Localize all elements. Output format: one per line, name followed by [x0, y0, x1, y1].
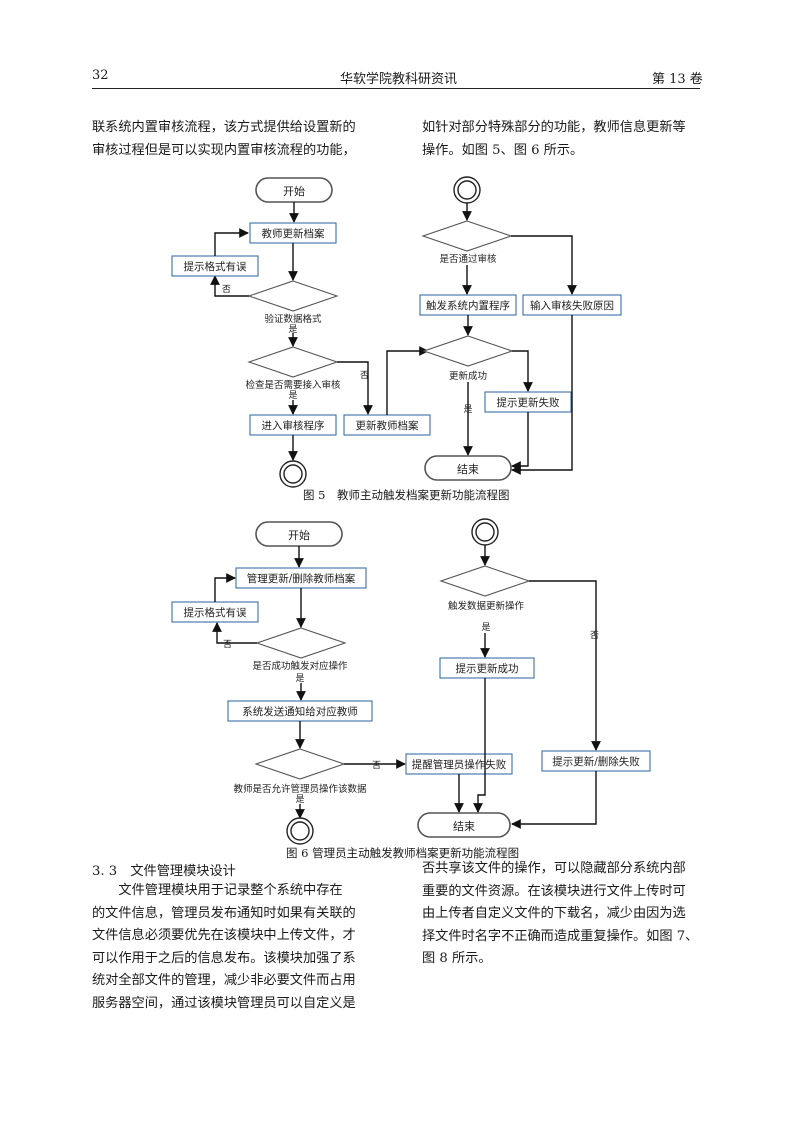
- fig6-no3-label: 否: [590, 630, 599, 641]
- fig5-yes2-label: 是: [288, 390, 297, 401]
- fig5-enter-review-label: 进入审核程序: [262, 419, 325, 432]
- fig6-trigger-update-diamond: [439, 565, 531, 597]
- fig5-input-fail-label: 输入审核失败原因: [530, 299, 614, 312]
- section-left-line: 文件管理模块用于记录整个系统中存在: [118, 883, 343, 898]
- fig6-yes3-label: 是: [481, 622, 490, 633]
- figure-5-flowchart: 开始 教师更新档案 验证数据格式 是 否 提示格式有误 检查是否需要接入审核 是…: [171, 176, 622, 488]
- fig6-yes-label: 是: [295, 673, 304, 684]
- section-right-line: 重要的文件资源。在该模块进行文件上传时可: [422, 883, 686, 899]
- fig5-need-review-label: 检查是否需要接入审核: [245, 379, 341, 391]
- fig5-review-passed-diamond: [421, 220, 513, 252]
- fig5-update-success-diamond: [422, 335, 514, 367]
- volume-label: 第 13 卷: [652, 72, 703, 87]
- intro-left-line: 审核过程但是可以实现内置审核流程的功能，: [92, 142, 356, 158]
- fig5-review-passed-label: 是否通过审核: [439, 253, 497, 265]
- journal-title: 华软学院教科研资讯: [340, 72, 458, 87]
- section-right-line: 由上传者自定义文件的下载名，减少由因为选: [422, 906, 686, 921]
- fig5-no2-label: 否: [360, 370, 369, 381]
- fig6-yes2-label: 是: [295, 794, 304, 805]
- page-number: 32: [92, 68, 109, 83]
- fig6-no2-label: 否: [372, 760, 381, 771]
- fig6-trigger-update-label: 触发数据更新操作: [448, 600, 525, 612]
- fig6-prompt-success-label: 提示更新成功: [456, 662, 519, 675]
- fig6-start-label: 开始: [288, 528, 310, 542]
- fig6-prompt-fail-label: 提示更新/删除失败: [552, 755, 640, 768]
- fig6-trigger-ok-label: 是否成功触发对应操作: [252, 660, 348, 672]
- section-right-column: 否共享该文件的操作，可以隐藏部分系统内部 重要的文件资源。在该模块进行文件上传时…: [422, 858, 712, 971]
- fig6-prompt-success-box: [439, 657, 535, 679]
- fig6-end-node: [417, 812, 511, 838]
- fig5-update-fail-label: 提示更新失败: [497, 396, 560, 409]
- fig6-manage-update-label: 管理更新/删除教师档案: [247, 572, 356, 585]
- fig6-end-label: 结束: [453, 820, 475, 833]
- fig5-end-label: 结束: [457, 463, 479, 476]
- fig6-no-label: 否: [223, 639, 232, 650]
- intro-right: 如针对部分特殊部分的功能，教师信息更新等 操作。如图 5、图 6 所示。: [422, 117, 712, 162]
- fig5-start-label: 开始: [283, 184, 305, 198]
- fig5-trigger-builtin-label: 触发系统内置程序: [426, 299, 510, 312]
- section-left-line: 可以作用于之后的信息发布。该模块加强了系: [92, 950, 356, 966]
- fig5-update-teacher-label: 更新教师档案: [356, 419, 419, 432]
- fig5-no-label: 否: [222, 284, 231, 295]
- fig5-yes-label: 是: [288, 324, 297, 335]
- fig5-verify-format-diamond: [247, 280, 339, 312]
- fig6-teacher-allow-diamond: [254, 748, 346, 780]
- fig6-teacher-allow-label: 教师是否允许管理员操作该数据: [233, 783, 367, 795]
- fig5-update-archive-label: 教师更新档案: [262, 227, 325, 240]
- fig5-update-success-label: 更新成功: [449, 370, 487, 382]
- section-right-line: 图 8 所示。: [422, 951, 492, 966]
- section-right-line: 否共享该文件的操作，可以隐藏部分系统内部: [422, 861, 686, 876]
- section-left-line: 统对全部文件的管理，减少非必要文件而占用: [92, 973, 356, 988]
- section-left-line: 的文件信息，管理员发布通知时如果有关联的: [92, 905, 356, 921]
- section-right-line: 择文件时名字不正确而造成重复操作。如图 7、: [422, 928, 699, 944]
- figure-5-caption: 图 5 教师主动触发档案更新功能流程图: [303, 488, 510, 502]
- intro-right-line: 操作。如图 5、图 6 所示。: [422, 142, 584, 158]
- intro-left-line: 联系统内置审核流程，该方式提供给设置新的: [92, 120, 356, 135]
- fig6-trigger-ok-diamond: [255, 627, 347, 659]
- section-left-column: 文件管理模块用于记录整个系统中存在 的文件信息，管理员发布通知时如果有关联的 文…: [92, 880, 380, 1015]
- figure-6-flowchart: 开始 管理更新/删除教师档案 是否成功触发对应操作 是 否 提示格式有误 系统发…: [171, 518, 651, 845]
- figure-6-caption: 图 6 管理员主动触发教师档案更新功能流程图: [286, 846, 520, 860]
- fig6-remind-admin-label: 提醒管理员操作失败: [412, 758, 507, 771]
- header-rule: [92, 88, 700, 89]
- section-title: 3. 3 文件管理模块设计: [92, 864, 236, 879]
- fig5-format-error-label: 提示格式有误: [184, 260, 247, 273]
- section-left-line: 服务器空间，通过该模块管理员可以自定义是: [92, 995, 356, 1011]
- intro-right-line: 如针对部分特殊部分的功能，教师信息更新等: [422, 120, 686, 135]
- fig5-verify-format-label: 验证数据格式: [264, 313, 322, 325]
- intro-left: 联系统内置审核流程，该方式提供给设置新的 审核过程但是可以实现内置审核流程的功能…: [92, 117, 380, 162]
- section-left-line: 文件信息必须要优先在该模块中上传文件，才: [92, 928, 356, 943]
- fig6-format-error-label: 提示格式有误: [184, 606, 247, 619]
- fig5-end-node: [424, 455, 512, 481]
- fig5-need-review-diamond: [247, 346, 339, 378]
- fig6-notify-teacher-label: 系统发送通知给对应教师: [242, 705, 358, 718]
